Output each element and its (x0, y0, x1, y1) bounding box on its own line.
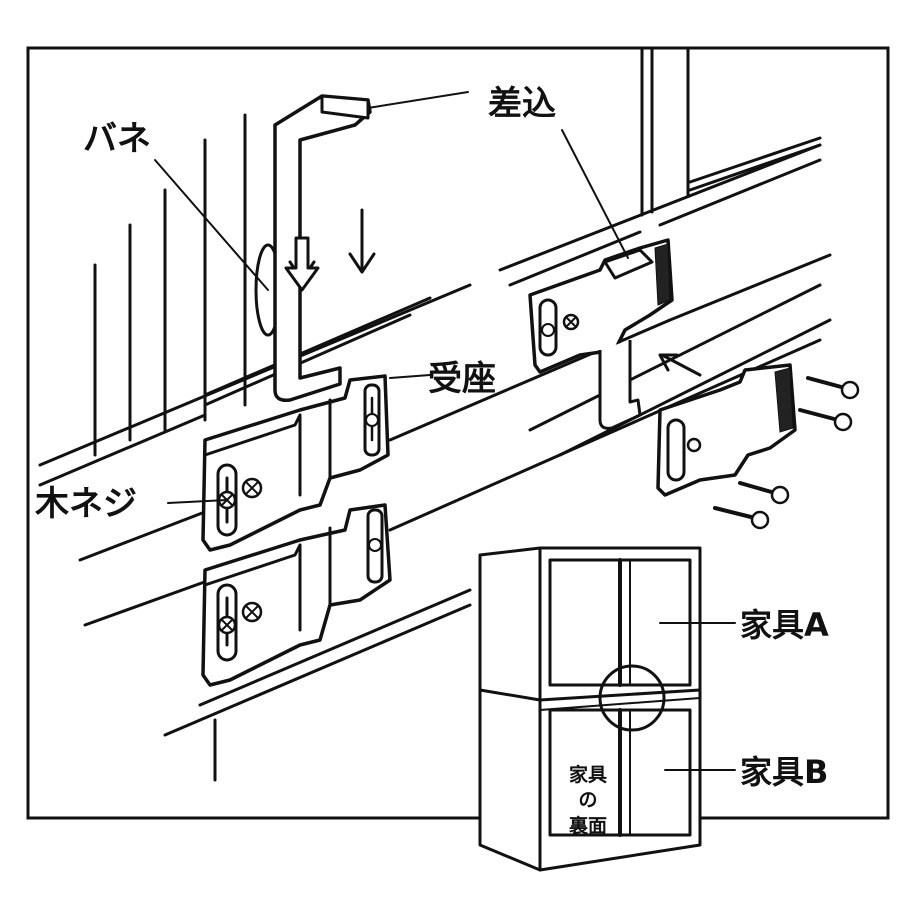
label-receiver: 受座 (428, 359, 496, 399)
label-back-line1: 家具 (569, 763, 607, 786)
label-back-line2: の (578, 789, 597, 811)
label-furniture-a: 家具A (740, 606, 829, 644)
label-spring: バネ (83, 119, 151, 159)
screw-2 (798, 408, 853, 432)
screw-3 (738, 481, 790, 505)
label-back-line3: 裏面 (568, 814, 607, 837)
spring-clip (254, 94, 376, 403)
screw-4 (713, 506, 770, 530)
screw-1 (806, 376, 860, 400)
receiver-seat-lower (201, 503, 392, 687)
wood-screws (713, 376, 860, 530)
label-wood-screw: 木ネジ (34, 484, 137, 524)
label-insert: 差込 (488, 84, 556, 124)
label-furniture-b: 家具B (740, 753, 828, 791)
insert-clip-assembly (528, 238, 702, 430)
receiver-seat-upper (201, 374, 390, 552)
furniture-cabinet (478, 546, 702, 872)
joint-highlight-circle (598, 664, 666, 732)
leader-lines (154, 91, 736, 771)
loose-clip (656, 363, 797, 497)
